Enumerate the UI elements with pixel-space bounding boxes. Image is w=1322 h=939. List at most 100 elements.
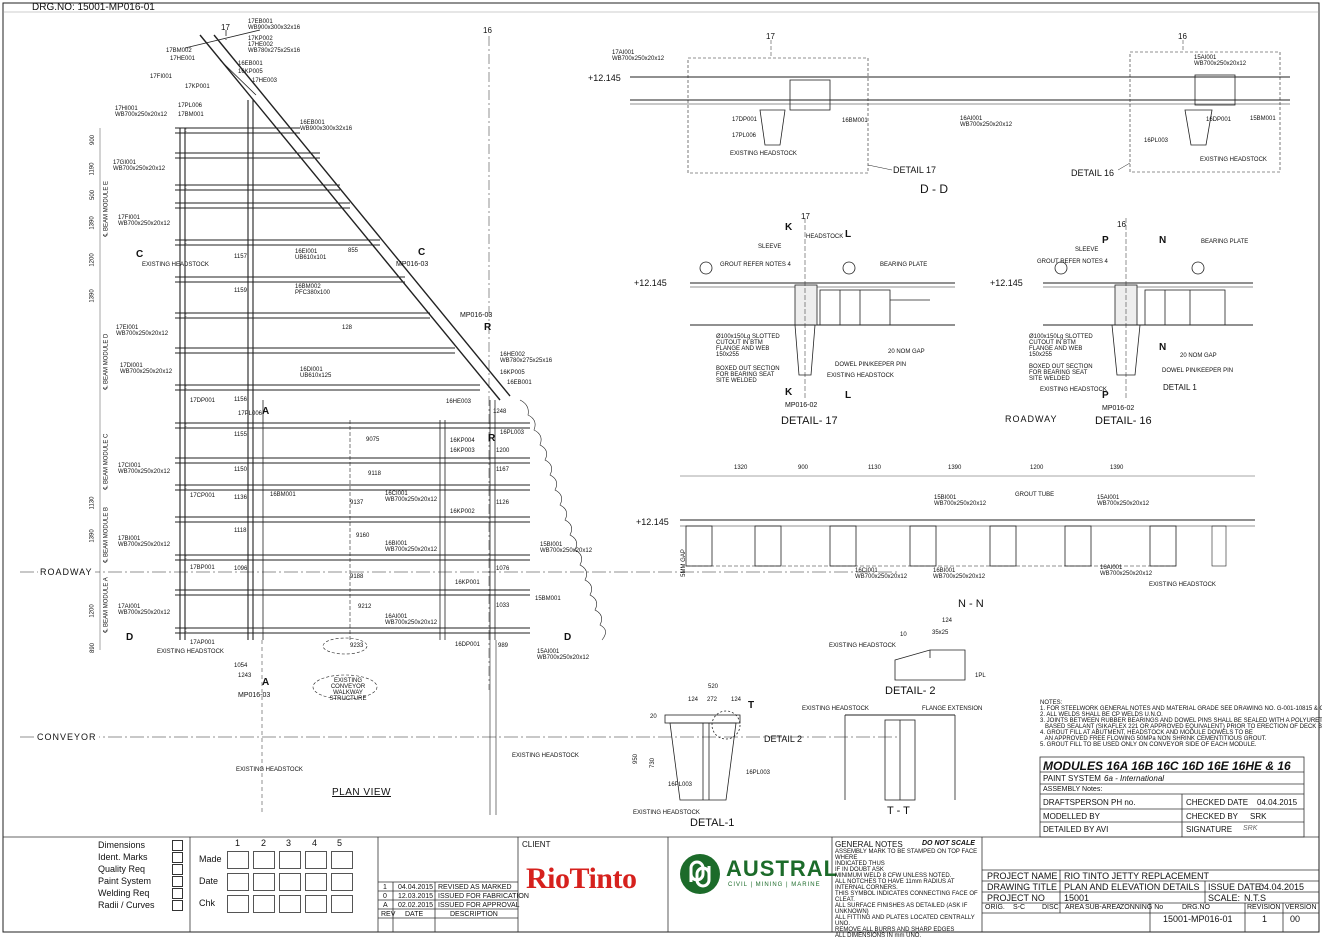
project-name: RIO TINTO JETTY REPLACEMENT	[1064, 871, 1210, 881]
checklist-item: Paint System	[98, 876, 152, 886]
general-note: ASSEMBLY MARK TO BE STAMPED ON TOP FACE …	[835, 849, 978, 861]
dim-label: 989	[498, 643, 509, 649]
grid-cell[interactable]	[279, 851, 301, 869]
grid-col: 4	[312, 838, 318, 848]
section-mark: D	[126, 632, 134, 643]
d17-label: SLEEVE	[758, 244, 782, 250]
grid-cell[interactable]	[279, 895, 301, 913]
d16-mark: P	[1102, 235, 1109, 246]
existing-headstock-2: EXISTING HEADSTOCK	[157, 649, 224, 655]
beam-label: 17BP001	[190, 565, 215, 571]
dim-label: 9118	[368, 471, 381, 477]
issue-date-label: ISSUE DATE:	[1208, 882, 1264, 892]
d17-label: GROUT REFER NOTES 4	[720, 262, 791, 268]
section-nn-title: N - N	[958, 598, 984, 610]
beam-label: 16AI001 WB700x250x20x12	[385, 614, 438, 626]
project-no: 15001	[1064, 893, 1090, 903]
d1-dim: 520	[708, 684, 719, 690]
roadway-dim: 1390	[948, 465, 962, 471]
d17-mark: L	[845, 229, 852, 240]
checklist-checkbox[interactable]	[172, 852, 183, 863]
d1-dim: 124	[731, 697, 742, 703]
grid-cell[interactable]	[331, 873, 353, 891]
dd-label: 15AI001 WB700x250x20x12	[1194, 55, 1247, 67]
dim-label: 1156	[234, 397, 247, 403]
detail-16-title: DETAIL- 16	[1095, 415, 1152, 427]
beam-label: 17GI001 WB700x250x20x12	[113, 160, 166, 172]
beam-label: 15AI001 WB700x250x20x12	[537, 649, 590, 661]
roadway-label-item: 16BI001 WB700x250x20x12	[933, 568, 986, 580]
d1-label: EXISTING HEADSTOCK	[633, 810, 700, 816]
d16-label: DETAIL 1	[1163, 383, 1197, 392]
section-dd-title: D - D	[920, 182, 948, 196]
section-mark: MP016-03	[460, 312, 493, 319]
roadway-label-item: 15AI001 WB700x250x20x12	[1097, 495, 1150, 507]
note-item: BASED SEALANT (SIKAFLEX 221 OR APPROVED …	[1040, 724, 1322, 730]
dd-label: 17AI001 WB700x250x20x12	[612, 50, 665, 62]
checklist-checkbox[interactable]	[172, 840, 183, 851]
nn-label: 1PL	[975, 673, 986, 679]
grid-cell[interactable]	[253, 895, 275, 913]
d16-label: BEARING PLATE	[1201, 239, 1249, 245]
grid-cell[interactable]	[227, 873, 249, 891]
roadway-level: +12.145	[636, 517, 669, 527]
dim-label: 1248	[493, 409, 507, 415]
grid-col: 2	[261, 838, 267, 848]
beam-label: 17BI001 WB700x250x20x12	[118, 536, 171, 548]
riotinto-logo: RioTinto	[526, 862, 637, 895]
beam-label: 17AP001	[190, 640, 215, 646]
checklist-checkbox[interactable]	[172, 888, 183, 899]
grid-bubble-16: 16	[483, 26, 492, 35]
beam-label: 17HE001	[170, 56, 196, 62]
dim-label: 1390	[89, 216, 96, 230]
grid-cell[interactable]	[305, 895, 327, 913]
dim-label: 855	[348, 248, 359, 254]
existing-headstock-3: EXISTING HEADSTOCK	[236, 767, 303, 773]
notes-heading: NOTES:	[1040, 700, 1063, 706]
beam-label: 17AI001 WB700x250x20x12	[118, 604, 171, 616]
walkway-note: EXISTING CONVEYOR WALKWAY STRUCTURE	[329, 678, 367, 702]
draftsperson: DRAFTSPERSON PH no.	[1043, 798, 1136, 807]
austral-mark-icon	[680, 854, 720, 894]
dd-label: EXISTING HEADSTOCK	[1200, 157, 1267, 163]
detailed-by: DETAILED BY AVI	[1043, 825, 1109, 834]
grid-cell[interactable]	[331, 851, 353, 869]
general-note: IF IN DOUBT ASK	[835, 867, 884, 873]
grid-cell[interactable]	[331, 895, 353, 913]
d16-mark: N	[1159, 235, 1167, 246]
grid-cell[interactable]	[279, 873, 301, 891]
checklist-item: Welding Req	[98, 888, 150, 898]
module-label-e: ℄ BEAM MODULE E	[103, 180, 110, 237]
scale-label: SCALE:	[1208, 893, 1241, 903]
d1-dim: 272	[707, 697, 718, 703]
grid-cell[interactable]	[305, 873, 327, 891]
beam-label: 16HE003	[446, 399, 472, 405]
dim-label: 1054	[234, 663, 248, 669]
rev-date: 04.04.2015	[398, 884, 434, 891]
d16-mark: P	[1102, 390, 1109, 401]
checklist-checkbox[interactable]	[172, 876, 183, 887]
notes-block: NOTES: 1. FOR STEELWORK GENERAL NOTES AN…	[1040, 700, 1322, 748]
dim-label: 9212	[358, 604, 372, 610]
checklist-checkbox[interactable]	[172, 900, 183, 911]
grid-cell[interactable]	[305, 851, 327, 869]
grid-cell[interactable]	[227, 895, 249, 913]
beam-label: 16CI001 WB700x250x20x12	[385, 491, 438, 503]
checklist-checkbox[interactable]	[172, 864, 183, 875]
note-item: 5. GROUT FILL TO BE USED ONLY ON CONVEYO…	[1040, 742, 1257, 748]
dim-label: 128	[342, 325, 353, 331]
note-item: 2. ALL WELDS SHALL BE CP WELDS U.N.O.	[1040, 712, 1163, 718]
grid-cell[interactable]	[227, 851, 249, 869]
detail-17-level: +12.145	[634, 278, 667, 288]
d16-label: EXISTING HEADSTOCK	[1040, 387, 1107, 393]
grid-cell[interactable]	[253, 873, 275, 891]
dim-label: 1096	[234, 566, 248, 572]
checklist-item: Dimensions	[98, 840, 146, 850]
dim-label: 9137	[350, 500, 364, 506]
d1-label: 16PL003	[668, 782, 693, 788]
beam-label: 16HE002 WB780x275x25x16	[500, 352, 553, 364]
paint-system-label: PAINT SYSTEM	[1043, 774, 1101, 783]
grid-cell[interactable]	[253, 851, 275, 869]
beam-label: 17BM001	[178, 112, 204, 118]
dim-label: 1243	[238, 673, 252, 679]
